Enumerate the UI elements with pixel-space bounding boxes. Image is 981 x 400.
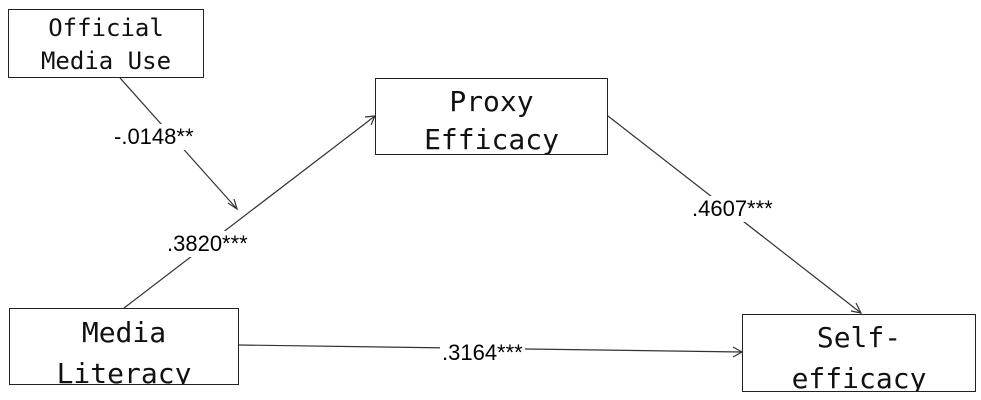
node-media-literacy: Media Literacy bbox=[9, 308, 239, 385]
node-proxy-efficacy: Proxy Efficacy bbox=[375, 78, 608, 155]
node-proxy-efficacy-line-1: Proxy bbox=[449, 85, 534, 118]
node-self-efficacy-line-2: efficacy bbox=[791, 362, 927, 392]
coefficient-proxy-to-self: .4607*** bbox=[690, 196, 775, 222]
arrow-media-literacy-to-proxy bbox=[123, 115, 376, 309]
node-media-literacy-line-2: Literacy bbox=[56, 357, 192, 385]
coefficient-official-moderation: -.0148** bbox=[112, 124, 196, 150]
node-self-efficacy-line-1: Self- bbox=[816, 321, 902, 354]
node-proxy-efficacy-line-2: Efficacy bbox=[424, 123, 559, 155]
coefficient-media-literacy-to-self: .3164*** bbox=[440, 340, 525, 366]
node-official-media-use: Official Media Use bbox=[8, 9, 204, 78]
node-official-media-use-line-1: Official bbox=[48, 14, 164, 42]
coefficient-media-literacy-to-proxy: .3820*** bbox=[165, 231, 250, 257]
node-official-media-use-line-2: Media Use bbox=[40, 47, 172, 75]
node-self-efficacy: Self- efficacy bbox=[742, 314, 976, 392]
node-media-literacy-line-1: Media bbox=[81, 316, 167, 349]
